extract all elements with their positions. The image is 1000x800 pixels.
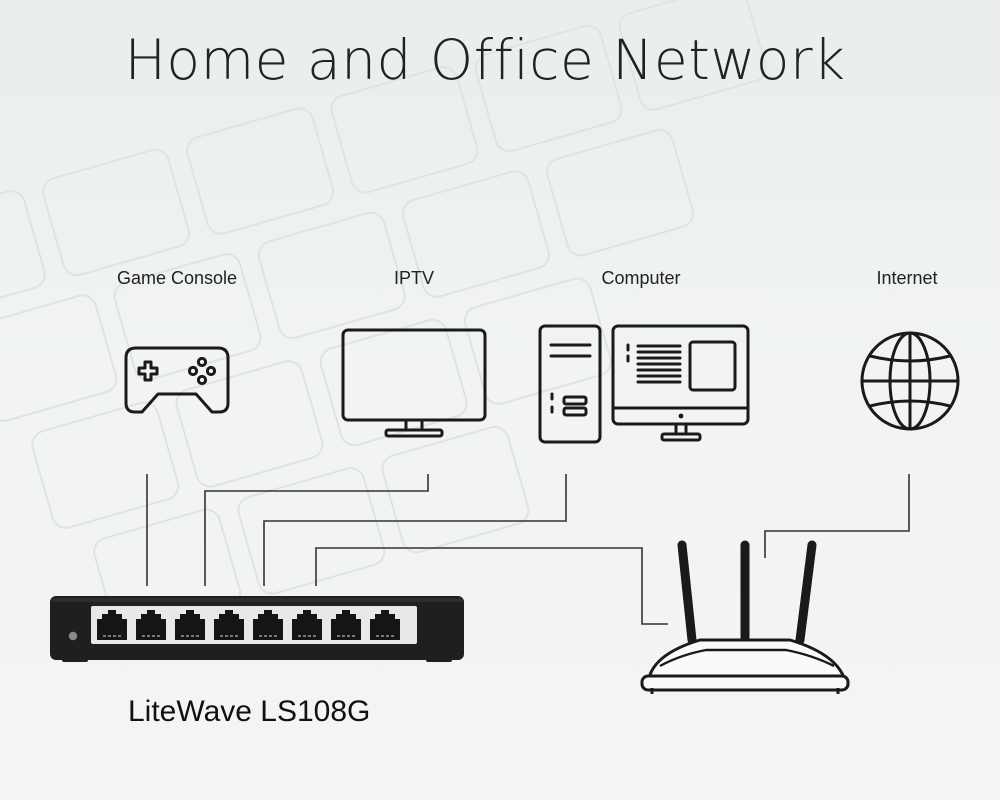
ethernet-port — [331, 610, 361, 640]
ethernet-port — [370, 610, 400, 640]
gamepad-icon — [124, 346, 230, 414]
cable-router — [315, 547, 668, 625]
switch-ports — [97, 610, 400, 640]
ethernet-port — [136, 610, 166, 640]
label-computer: Computer — [601, 268, 681, 288]
network-switch-icon — [50, 596, 464, 662]
product-name: LiteWave LS108G — [128, 695, 371, 728]
desktop-computer-icon — [538, 324, 750, 444]
ethernet-port — [253, 610, 283, 640]
page-title: Home and Office Network — [124, 28, 846, 92]
ethernet-port — [97, 610, 127, 640]
cable-computer — [263, 474, 567, 586]
globe-icon — [860, 331, 960, 431]
cable-internet — [764, 474, 910, 558]
cable-iptv — [204, 474, 429, 586]
keyboard-background — [0, 0, 767, 636]
wireless-router-icon — [640, 540, 850, 694]
tv-icon — [341, 328, 487, 438]
ethernet-port — [292, 610, 322, 640]
ethernet-port — [175, 610, 205, 640]
power-led — [68, 631, 78, 641]
label-game-console: Game Console — [116, 268, 238, 288]
label-internet: Internet — [876, 268, 938, 288]
label-iptv: IPTV — [393, 268, 434, 288]
ethernet-port — [214, 610, 244, 640]
